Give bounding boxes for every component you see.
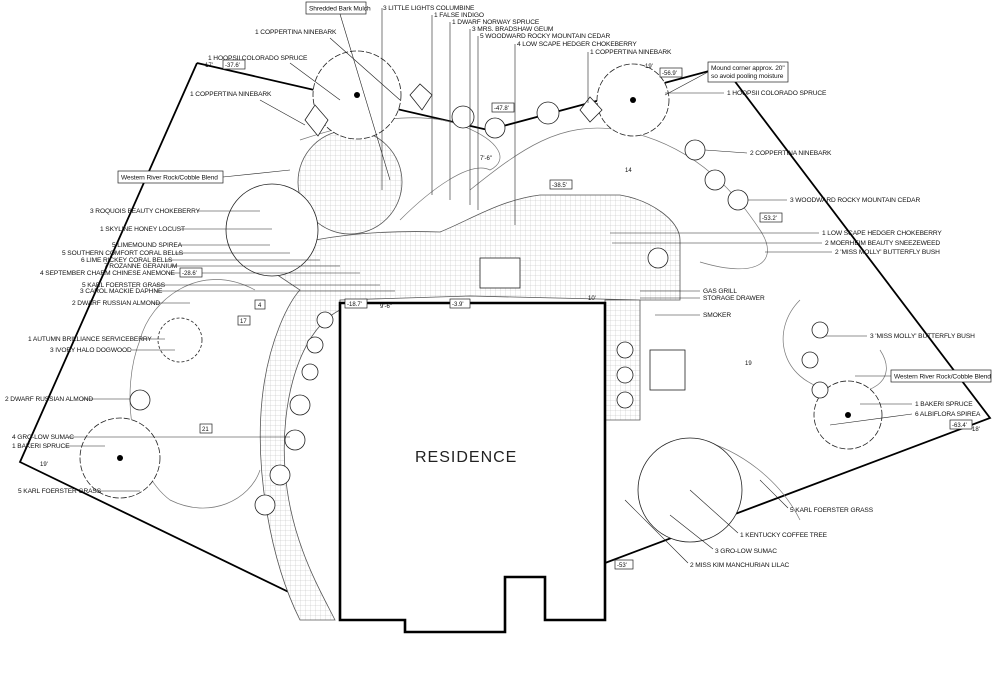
svg-text:-3.9': -3.9' bbox=[452, 302, 463, 308]
svg-text:3 MRS. BRADSHAW GEUM: 3 MRS. BRADSHAW GEUM bbox=[472, 26, 553, 33]
svg-text:6 ALBIFLORA SPIREA: 6 ALBIFLORA SPIREA bbox=[915, 411, 981, 418]
note-mulch: Shredded Bark Mulch bbox=[305, 1, 391, 181]
svg-text:-56.9': -56.9' bbox=[662, 71, 677, 77]
svg-text:2 MISS KIM MANCHURIAN LILAC: 2 MISS KIM MANCHURIAN LILAC bbox=[690, 562, 789, 569]
dimension-labels: 17' 19' 18' 19' 14 21 19 4 17 7'-6" 9'-6… bbox=[40, 63, 980, 468]
svg-text:1 COPPERTINA NINEBARK: 1 COPPERTINA NINEBARK bbox=[190, 91, 272, 98]
svg-text:17: 17 bbox=[240, 319, 247, 325]
svg-text:4: 4 bbox=[258, 303, 262, 309]
note-rock-left: Western River Rock/Cobble Blend bbox=[117, 169, 291, 184]
svg-text:GAS GRILL: GAS GRILL bbox=[703, 288, 737, 295]
svg-text:5 SOUTHERN COMFORT CORAL BELLS: 5 SOUTHERN COMFORT CORAL BELLS bbox=[62, 250, 184, 257]
svg-text:1 BAKERI SPRUCE: 1 BAKERI SPRUCE bbox=[12, 443, 70, 450]
svg-text:-38.5': -38.5' bbox=[552, 183, 567, 189]
svg-text:4 GRO-LOW SUMAC: 4 GRO-LOW SUMAC bbox=[12, 434, 74, 441]
svg-text:4 SEPTEMBER CHARM CHINESE ANEM: 4 SEPTEMBER CHARM CHINESE ANEMONE bbox=[40, 270, 176, 277]
svg-text:1 FALSE INDIGO: 1 FALSE INDIGO bbox=[434, 12, 484, 19]
svg-text:18': 18' bbox=[972, 427, 980, 433]
svg-text:3 GRO-LOW SUMAC: 3 GRO-LOW SUMAC bbox=[715, 548, 777, 555]
svg-text:1 AUTUMN BRILLIANCE SERVICEBER: 1 AUTUMN BRILLIANCE SERVICEBERRY bbox=[28, 336, 152, 343]
shrubs bbox=[129, 83, 829, 516]
top-plant-labels: 3 LITTLE LIGHTS COLUMBINE 1 FALSE INDIGO… bbox=[381, 5, 672, 225]
svg-text:STORAGE DRAWER: STORAGE DRAWER bbox=[703, 295, 765, 302]
svg-text:3 ROQUOIS BEAUTY CHOKEBERRY: 3 ROQUOIS BEAUTY CHOKEBERRY bbox=[90, 208, 201, 215]
svg-text:2 MOERHEIM BEAUTY SNEEZEWEED: 2 MOERHEIM BEAUTY SNEEZEWEED bbox=[825, 240, 940, 247]
svg-text:9'-6": 9'-6" bbox=[380, 304, 392, 310]
svg-text:5 KARL FOERSTER GRASS: 5 KARL FOERSTER GRASS bbox=[82, 282, 166, 289]
property-boundary-west bbox=[18, 62, 331, 613]
svg-text:10': 10' bbox=[588, 296, 596, 302]
svg-text:5 WOODWARD ROCKY MOUNTAIN CEDA: 5 WOODWARD ROCKY MOUNTAIN CEDAR bbox=[480, 33, 610, 40]
svg-text:3 'MISS MOLLY' BUTTERFLY BUSH: 3 'MISS MOLLY' BUTTERFLY BUSH bbox=[870, 333, 975, 340]
svg-text:2 DWARF RUSSIAN ALMOND: 2 DWARF RUSSIAN ALMOND bbox=[5, 396, 93, 403]
svg-text:19': 19' bbox=[40, 462, 48, 468]
serviceberry-tree bbox=[157, 317, 203, 363]
svg-text:2 COPPERTINA NINEBARK: 2 COPPERTINA NINEBARK bbox=[750, 150, 832, 157]
svg-text:7 ROZANNE GERANIUM: 7 ROZANNE GERANIUM bbox=[104, 263, 177, 270]
spruce-tree-sw bbox=[79, 417, 161, 499]
svg-text:17': 17' bbox=[205, 63, 213, 69]
svg-text:-47.8': -47.8' bbox=[494, 106, 509, 112]
spruce-tree-se bbox=[813, 380, 883, 450]
svg-text:5 KARL FOERSTER GRASS: 5 KARL FOERSTER GRASS bbox=[790, 507, 874, 514]
svg-text:1 HOOPSII COLORADO SPRUCE: 1 HOOPSII COLORADO SPRUCE bbox=[208, 55, 308, 62]
svg-text:7'-6": 7'-6" bbox=[480, 156, 492, 162]
svg-text:19': 19' bbox=[645, 64, 653, 70]
honey-locust-tree bbox=[225, 183, 319, 277]
svg-text:3 CAROL MACKIE DAPHNE: 3 CAROL MACKIE DAPHNE bbox=[80, 288, 163, 295]
svg-text:-53.2': -53.2' bbox=[762, 216, 777, 222]
svg-text:1 COPPERTINA NINEBARK: 1 COPPERTINA NINEBARK bbox=[255, 29, 337, 36]
residence bbox=[338, 301, 607, 634]
svg-text:4 LOW SCAPE HEDGER CHOKEBERRY: 4 LOW SCAPE HEDGER CHOKEBERRY bbox=[517, 41, 637, 48]
svg-text:6 LIME RICKEY CORAL BELLS: 6 LIME RICKEY CORAL BELLS bbox=[81, 257, 173, 264]
note-mound: Mound corner approx. 20" so avoid poolin… bbox=[664, 61, 789, 96]
svg-text:3 WOODWARD ROCKY MOUNTAIN CEDA: 3 WOODWARD ROCKY MOUNTAIN CEDAR bbox=[790, 197, 920, 204]
svg-text:14: 14 bbox=[625, 168, 632, 174]
patio-paving bbox=[254, 194, 681, 621]
svg-text:5 LIMEMOUND SPIREA: 5 LIMEMOUND SPIREA bbox=[112, 242, 183, 249]
svg-text:1 DWARF NORWAY SPRUCE: 1 DWARF NORWAY SPRUCE bbox=[452, 19, 540, 26]
svg-text:-53': -53' bbox=[617, 563, 627, 569]
svg-text:3 IVORY HALO DOGWOOD: 3 IVORY HALO DOGWOOD bbox=[50, 347, 132, 354]
svg-text:Western River Rock/Cobble Blen: Western River Rock/Cobble Blend bbox=[894, 374, 991, 381]
svg-text:1 KENTUCKY COFFEE TREE: 1 KENTUCKY COFFEE TREE bbox=[740, 532, 828, 539]
svg-text:-28.6': -28.6' bbox=[182, 271, 197, 277]
svg-text:21: 21 bbox=[202, 427, 209, 433]
svg-text:Shredded Bark Mulch: Shredded Bark Mulch bbox=[309, 6, 371, 13]
svg-text:2 'MISS MOLLY' BUTTERFLY BUSH: 2 'MISS MOLLY' BUTTERFLY BUSH bbox=[835, 249, 940, 256]
left-plant-labels: 1 COPPERTINA NINEBARK 1 HOOPSII COLORADO… bbox=[5, 29, 401, 495]
svg-text:2 DWARF RUSSIAN ALMOND: 2 DWARF RUSSIAN ALMOND bbox=[72, 300, 160, 307]
svg-text:-63.4': -63.4' bbox=[952, 423, 967, 429]
svg-text:1 LOW SCAPE HEDGER CHOKEBERRY: 1 LOW SCAPE HEDGER CHOKEBERRY bbox=[822, 230, 942, 237]
svg-text:1 COPPERTINA NINEBARK: 1 COPPERTINA NINEBARK bbox=[590, 49, 672, 56]
svg-text:19: 19 bbox=[745, 361, 752, 367]
svg-text:-37.6': -37.6' bbox=[225, 63, 240, 69]
note-rock-right: Western River Rock/Cobble Blend bbox=[855, 369, 991, 383]
svg-text:1 HOOPSII COLORADO SPRUCE: 1 HOOPSII COLORADO SPRUCE bbox=[727, 90, 827, 97]
elevation-callouts: -37.6' -47.8' -56.9' -53.2' -63.4' -38.5… bbox=[179, 59, 973, 570]
svg-text:1 SKYLINE HONEY LOCUST: 1 SKYLINE HONEY LOCUST bbox=[100, 226, 185, 233]
right-plant-labels: 1 HOOPSII COLORADO SPRUCE 2 COPPERTINA N… bbox=[610, 90, 981, 569]
svg-text:Mound corner approx. 20": Mound corner approx. 20" bbox=[711, 65, 785, 72]
svg-text:5 KARL FOERSTER GRASS: 5 KARL FOERSTER GRASS bbox=[18, 488, 102, 495]
svg-text:SMOKER: SMOKER bbox=[703, 312, 731, 319]
svg-text:-18.7': -18.7' bbox=[347, 302, 362, 308]
spruce-tree-nw bbox=[312, 50, 402, 140]
svg-text:Western River Rock/Cobble Blen: Western River Rock/Cobble Blend bbox=[121, 175, 218, 182]
spruce-tree-ne bbox=[596, 63, 670, 137]
svg-text:1 BAKERI SPRUCE: 1 BAKERI SPRUCE bbox=[915, 401, 973, 408]
svg-text:3 LITTLE LIGHTS COLUMBINE: 3 LITTLE LIGHTS COLUMBINE bbox=[383, 5, 475, 12]
residence-label: RESIDENCE bbox=[415, 449, 517, 466]
svg-text:so avoid pooling moisture: so avoid pooling moisture bbox=[711, 73, 784, 80]
